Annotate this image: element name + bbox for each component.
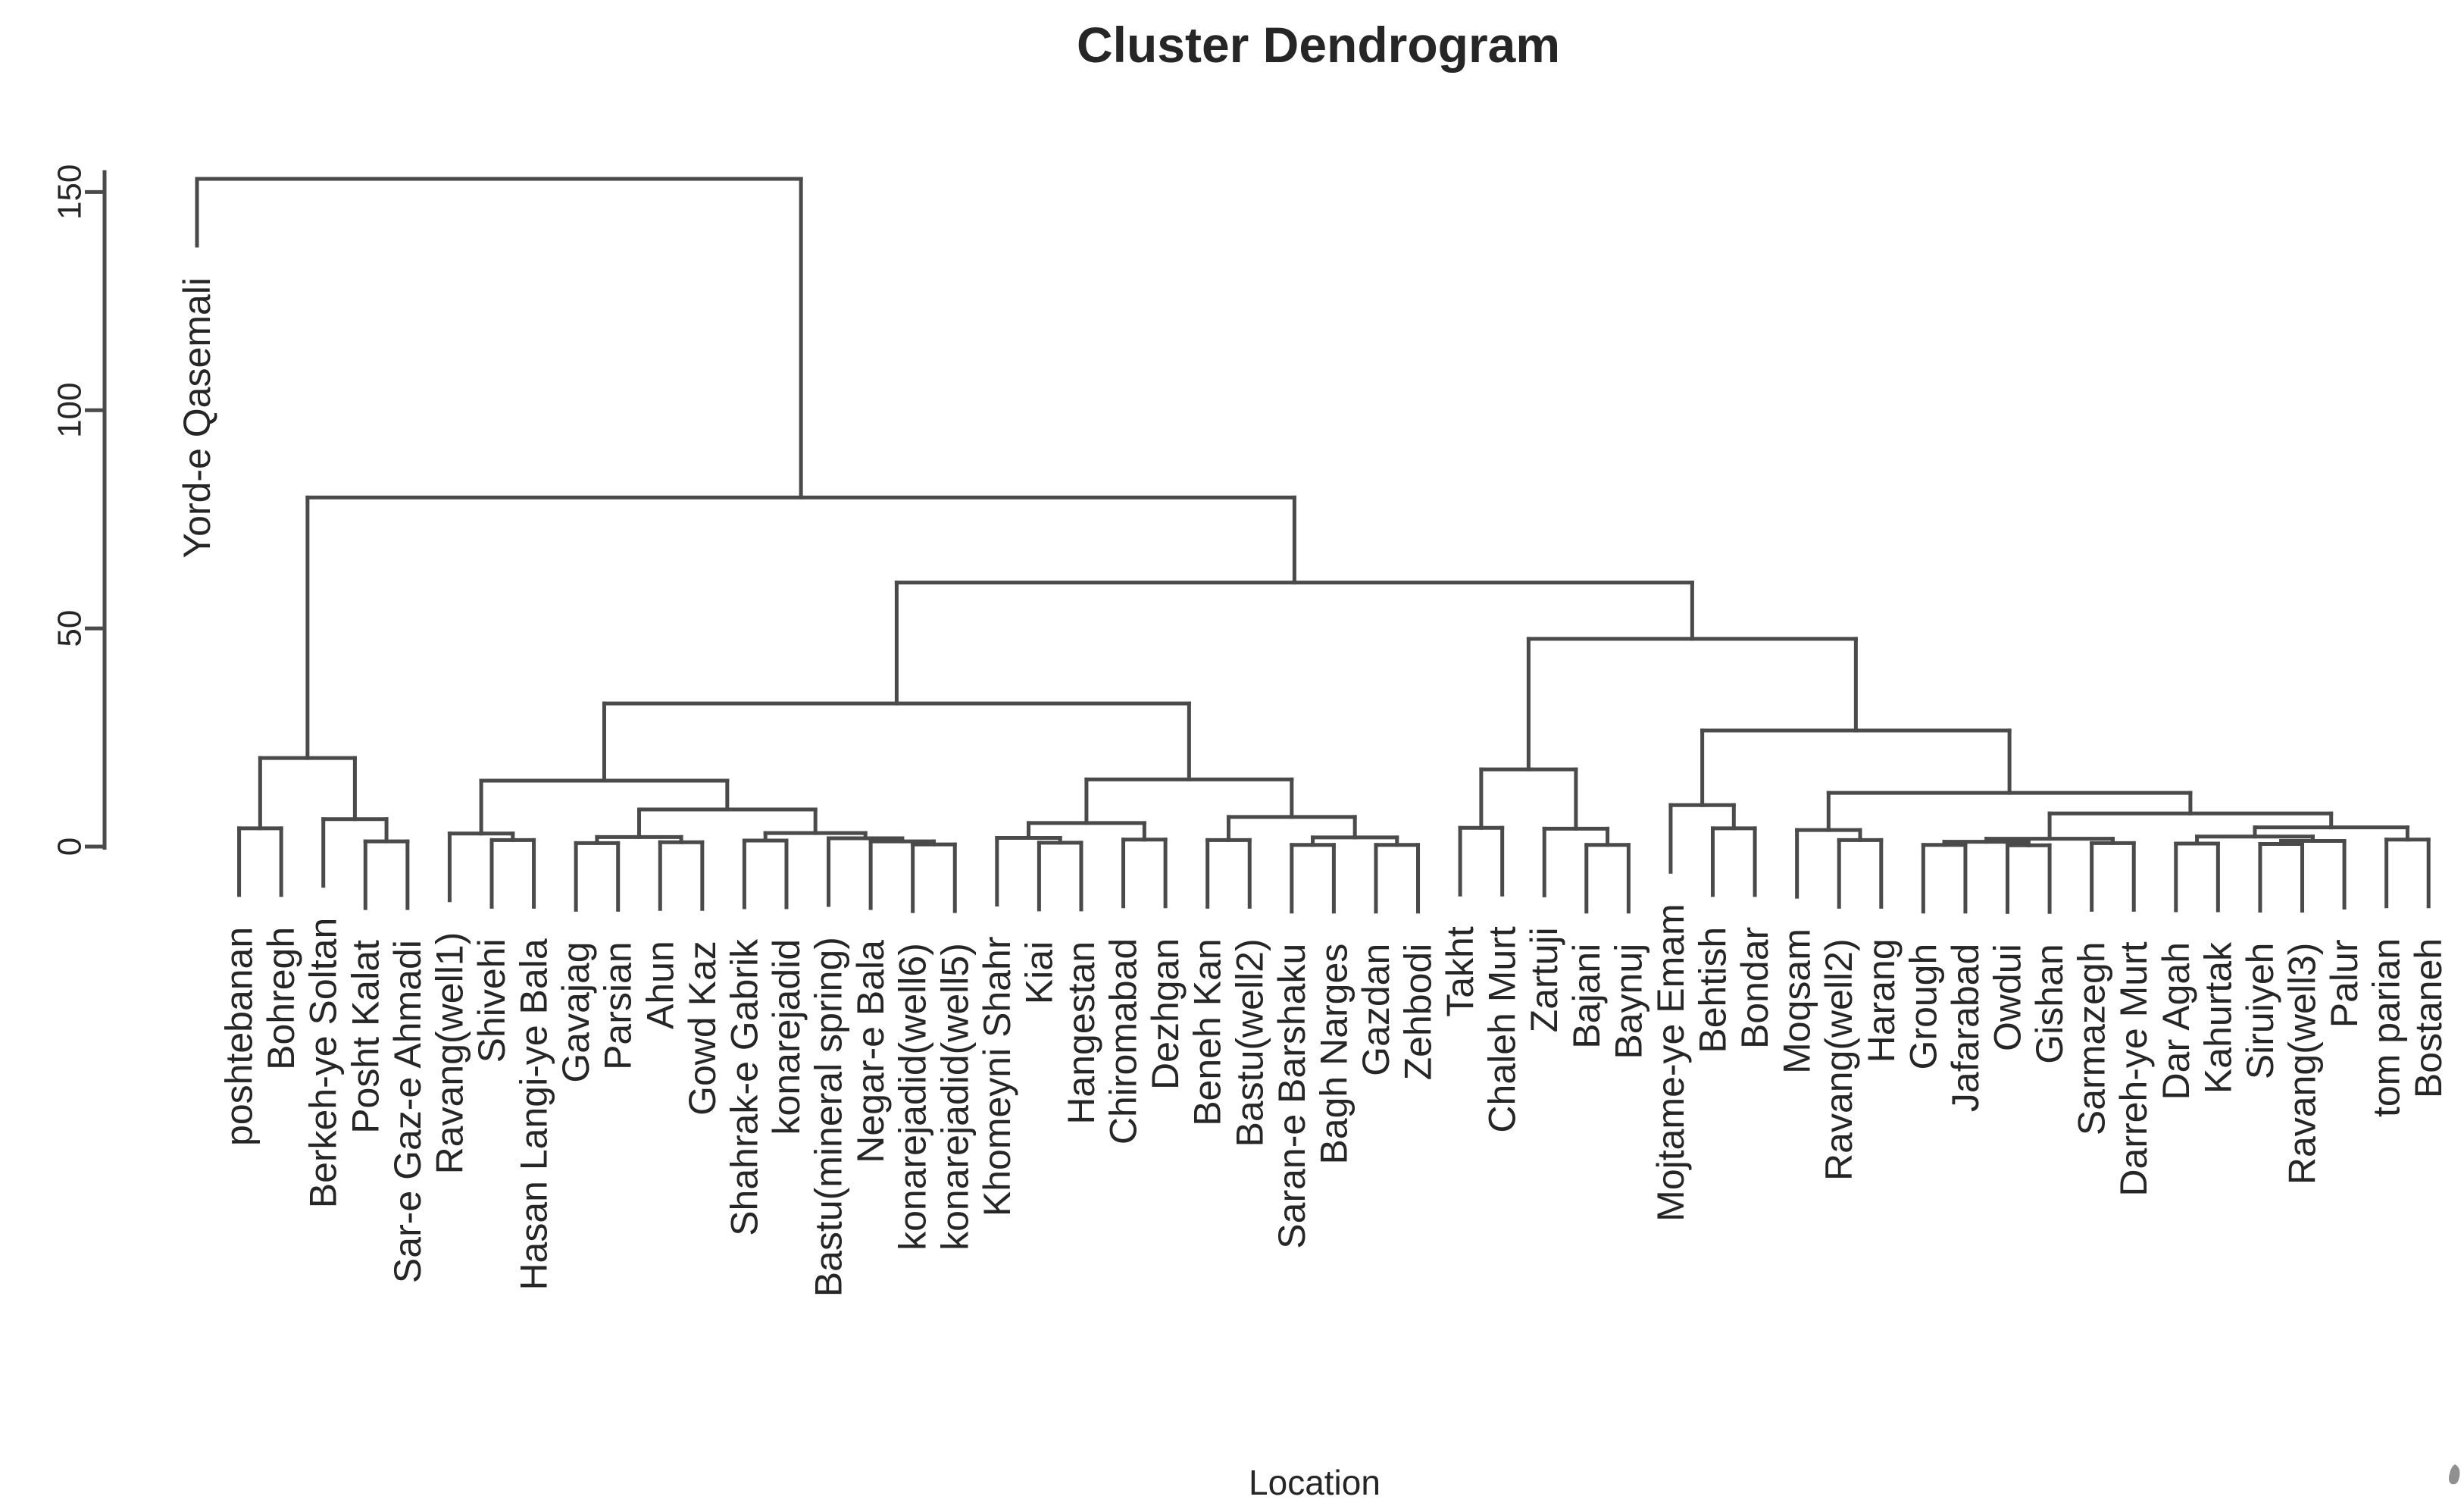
leaf-label: Bagh Narges bbox=[1312, 944, 1355, 1165]
y-axis-tick-label: 150 bbox=[52, 164, 89, 220]
leaf-label: Saran-e Barshaku bbox=[1271, 944, 1313, 1249]
leaf-label: Ravang(well3) bbox=[2281, 943, 2324, 1185]
leaf-label: Ahun bbox=[639, 941, 681, 1029]
x-axis-title: Location bbox=[1249, 1463, 1381, 1502]
leaf-label: Sar-e Gaz-e Ahmadi bbox=[386, 940, 429, 1283]
leaf-label: Yord-e Qasemali bbox=[176, 277, 218, 559]
leaf-label: Bohregh bbox=[260, 927, 302, 1070]
leaf-label: Posht Kalat bbox=[344, 940, 386, 1134]
leaf-label: Ravang(well1) bbox=[428, 932, 471, 1175]
leaf-label: Harang bbox=[1860, 938, 1903, 1063]
leaf-label: Hasan Langi-ye Bala bbox=[513, 938, 555, 1290]
leaf-label: Bostaneh bbox=[2407, 938, 2450, 1098]
leaf-label: Behtish bbox=[1692, 927, 1734, 1054]
y-axis: 0 50 100 150 bbox=[52, 164, 107, 856]
leaf-label: Grough bbox=[1902, 944, 1944, 1070]
leaf-label: Takht bbox=[1439, 926, 1481, 1017]
leaf-label: Bastu(mineral spring) bbox=[808, 937, 850, 1297]
leaf-label: Owdui bbox=[1987, 944, 2029, 1051]
leaf-label: Siruiyeh bbox=[2239, 943, 2281, 1080]
leaf-label: Gazdan bbox=[1355, 944, 1397, 1076]
leaf-label: Gavajag bbox=[555, 941, 597, 1082]
leaf-label: Baynuj bbox=[1607, 944, 1649, 1060]
leaf-label: Kahurtak bbox=[2197, 941, 2239, 1094]
leaf-label: Gowd Kaz bbox=[681, 941, 724, 1116]
leaf-label: Chiromabad bbox=[1102, 938, 1145, 1144]
leaf-label: Dar Agah bbox=[2155, 942, 2197, 1100]
leaf-label: Palur bbox=[2323, 940, 2366, 1029]
leaf-label: Jafarabad bbox=[1944, 944, 1987, 1112]
leaf-label: Zehbodi bbox=[1397, 944, 1440, 1081]
y-axis-tick-label: 100 bbox=[52, 383, 89, 438]
y-axis-tick-label: 0 bbox=[52, 838, 89, 856]
leaf-label: tom parian bbox=[2366, 938, 2408, 1117]
leaf-label: Bajani bbox=[1565, 944, 1608, 1049]
leaf-label: Dezhgan bbox=[1144, 938, 1187, 1090]
leaf-label: Sarmazegh bbox=[2071, 941, 2113, 1135]
leaf-label: konarejadid(well6) bbox=[892, 943, 934, 1251]
leaf-label: poshtebanan bbox=[218, 927, 261, 1146]
leaf-label: Hangestan bbox=[1060, 941, 1102, 1125]
leaf-label: Ravang(well2) bbox=[1818, 938, 1860, 1181]
y-axis-tick-label: 50 bbox=[52, 610, 89, 647]
leaf-label: Shahrak-e Gabrik bbox=[723, 938, 765, 1236]
leaf-label: Kiai bbox=[1018, 941, 1060, 1004]
leaf-label: Bondar bbox=[1734, 927, 1776, 1049]
leaf-label: Parsian bbox=[597, 941, 639, 1070]
leaf-label: Berkeh-ye Soltan bbox=[302, 918, 345, 1209]
leaf-label: Moqsam bbox=[1776, 928, 1818, 1074]
leaf-label: Chaleh Murt bbox=[1481, 926, 1524, 1132]
leaf-label: konarejadid(well5) bbox=[933, 943, 976, 1251]
leaf-label: Bastu(well2) bbox=[1228, 938, 1271, 1147]
dendrogram-tree bbox=[195, 177, 2431, 914]
leaf-label: Negar-e Bala bbox=[849, 940, 892, 1163]
leaf-label: Mojtame-ye Emam bbox=[1649, 903, 1692, 1222]
leaf-label: Khomeyni Shahr bbox=[976, 936, 1018, 1216]
leaf-label: Zartuji bbox=[1523, 927, 1565, 1032]
leaf-label: Shivehi bbox=[471, 938, 513, 1063]
leaf-label: konarejadid bbox=[765, 939, 808, 1135]
cursor-artifact bbox=[2449, 1464, 2460, 1485]
chart-title: Cluster Dendrogram bbox=[1077, 17, 1560, 73]
leaf-label: Darreh-ye Murt bbox=[2112, 941, 2155, 1196]
leaf-label: Gishan bbox=[2028, 944, 2071, 1063]
leaf-label: Beneh Kan bbox=[1187, 938, 1229, 1126]
